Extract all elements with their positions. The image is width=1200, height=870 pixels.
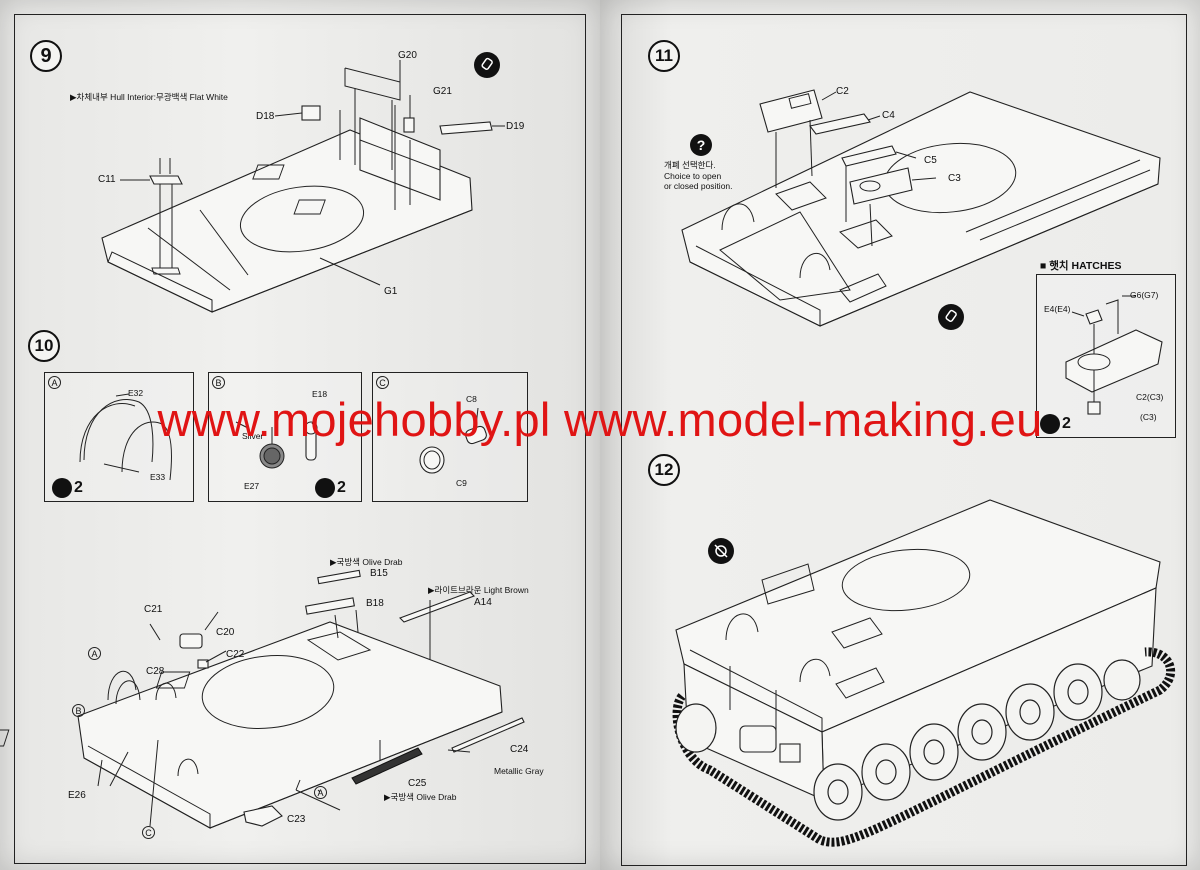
sub-assembly-b-letter: B xyxy=(212,376,225,389)
cement-count-a: 2 xyxy=(52,478,83,498)
callout-b: B xyxy=(72,704,85,717)
part-c9-label: C9 xyxy=(456,478,467,488)
hatch-part-e4-label: E4(E4) xyxy=(1044,304,1071,314)
glue-icon xyxy=(315,478,335,498)
part-c22-label: C22 xyxy=(226,649,245,660)
part-e18-label: E18 xyxy=(312,389,328,399)
paint-icon xyxy=(938,304,964,330)
sub-assembly-b-box xyxy=(208,372,362,502)
sub-assembly-c-letter: C xyxy=(376,376,389,389)
part-c8-label: C8 xyxy=(466,394,477,404)
olive-drab-note-2: ▶국방색 Olive Drab xyxy=(384,792,457,802)
glue-icon xyxy=(52,478,72,498)
part-c4-label: C4 xyxy=(882,110,895,121)
sub-assembly-a-drawing xyxy=(79,393,173,481)
step-9-hull-drawing xyxy=(101,60,505,313)
callout-a-lower: A xyxy=(314,786,327,799)
step-11-number: 11 xyxy=(648,40,680,72)
sub-assembly-b-drawing xyxy=(235,411,319,469)
hatches-title: ■ 햇치 HATCHES xyxy=(1040,260,1122,272)
question-icon: ? xyxy=(690,134,712,156)
part-c5-label: C5 xyxy=(924,155,937,166)
part-c24-label: C24 xyxy=(510,744,529,755)
part-e33-label: E33 xyxy=(150,472,166,482)
part-d19-label: D19 xyxy=(506,121,525,132)
sub-assembly-c-box xyxy=(372,372,528,502)
cement-count-hatches: 2 xyxy=(1040,414,1071,434)
choice-note-line2: or closed position. xyxy=(664,181,733,191)
metallic-gray-note: Metallic Gray xyxy=(494,766,544,776)
hatch-part-g6-label: G6(G7) xyxy=(1130,290,1159,300)
hull-interior-note: ▶차체내부 Hull Interior:무광백색 Flat White xyxy=(70,92,228,102)
hatch-part-c3-label: (C3) xyxy=(1140,412,1157,422)
sub-assembly-a-letter: A xyxy=(48,376,61,389)
cement-count-b: 2 xyxy=(315,478,346,498)
paint-icon xyxy=(474,52,500,78)
part-b15-label: B15 xyxy=(370,568,388,579)
silver-note: Silver xyxy=(242,431,264,441)
sub-assembly-c-drawing xyxy=(419,407,487,474)
part-b18-label: B18 xyxy=(366,598,384,609)
olive-drab-note-1: ▶국방색 Olive Drab xyxy=(330,557,403,567)
callout-a-upper: A xyxy=(88,647,101,660)
step-10-hull-drawing xyxy=(0,569,525,829)
hatches-drawing xyxy=(1065,295,1163,415)
step-9-number: 9 xyxy=(30,40,62,72)
choice-note-korean: 개폐 선택한다. xyxy=(664,160,716,170)
part-c25-label: C25 xyxy=(408,778,427,789)
part-c3-label: C3 xyxy=(948,173,961,184)
cement-count-a-value: 2 xyxy=(74,479,83,496)
part-e32-label: E32 xyxy=(128,388,144,398)
part-c2-label: C2 xyxy=(836,86,849,97)
right-page-frame xyxy=(621,14,1187,866)
part-c23-label: C23 xyxy=(287,814,306,825)
choice-note-line1: Choice to open xyxy=(664,171,722,181)
cement-count-b-value: 2 xyxy=(337,479,346,496)
part-g1-label: G1 xyxy=(384,286,398,297)
part-c21-label: C21 xyxy=(144,604,163,615)
part-g20-label: G20 xyxy=(398,50,417,61)
step-12-number: 12 xyxy=(648,454,680,486)
part-d18-label: D18 xyxy=(256,111,275,122)
step-12-vehicle-drawing xyxy=(672,499,1176,847)
part-c11-label: C11 xyxy=(98,174,116,185)
step-11-hull-drawing xyxy=(681,89,1161,327)
hatch-part-c2-label: C2(C3) xyxy=(1136,392,1164,402)
callout-c: C xyxy=(142,826,155,839)
no-glue-icon xyxy=(708,538,734,564)
part-e27-label: E27 xyxy=(244,481,260,491)
part-e26-label: E26 xyxy=(68,790,86,801)
part-c20-label: C20 xyxy=(216,627,235,638)
part-a14-label: A14 xyxy=(474,597,492,608)
left-page-frame xyxy=(14,14,586,864)
part-c28-label: C28 xyxy=(146,666,165,677)
step-10-number: 10 xyxy=(28,330,60,362)
cement-count-hatches-value: 2 xyxy=(1062,415,1071,432)
watermark-text: www.mojehobby.pl www.model-making.eu xyxy=(157,393,1043,446)
glue-icon xyxy=(1040,414,1060,434)
light-brown-note: ▶라이트브라운 Light Brown xyxy=(428,585,529,595)
part-g21-label: G21 xyxy=(433,86,452,97)
